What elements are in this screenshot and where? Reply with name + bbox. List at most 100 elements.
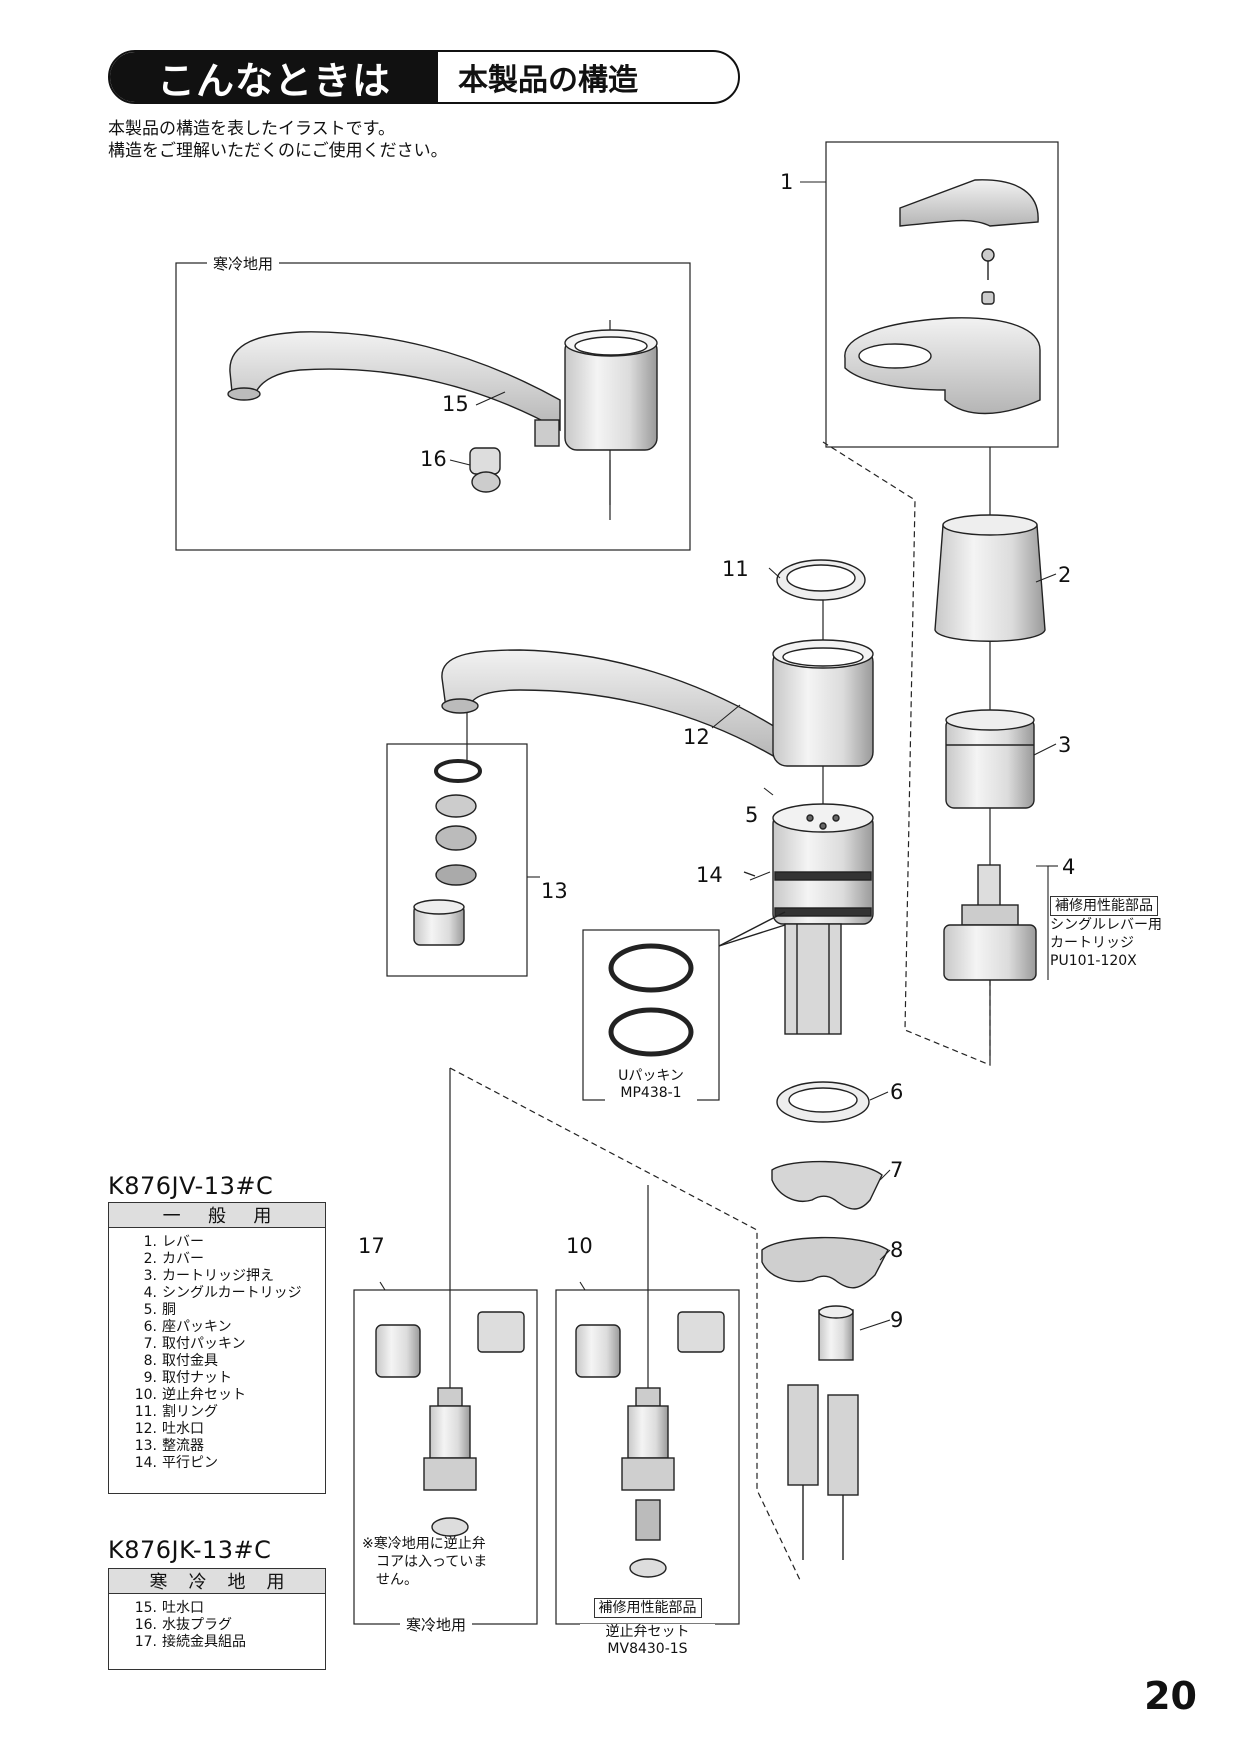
part-name: カバー xyxy=(162,1251,204,1267)
callout-12: 12 xyxy=(683,725,710,749)
callout-9: 9 xyxy=(890,1308,904,1332)
part-number: 11. xyxy=(134,1404,157,1420)
cold-note: ※寒冷地用に逆止弁 コアは入っていま せん。 xyxy=(362,1536,488,1588)
page-number: 20 xyxy=(1144,1674,1197,1718)
part-number: 4. xyxy=(143,1285,157,1301)
callout-2: 2 xyxy=(1058,563,1072,587)
parts-list-item: 8. 取付金具 xyxy=(131,1353,325,1370)
table-heading-general: 一 般 用 xyxy=(109,1203,325,1228)
part-name: 平行ピン xyxy=(162,1455,218,1471)
nut-9 xyxy=(818,1305,854,1361)
part-number: 14. xyxy=(134,1455,157,1471)
part-number: 8. xyxy=(143,1353,157,1369)
part-number: 6. xyxy=(143,1319,157,1335)
cartridge-note: 補修用性能部品 シングルレバー用 カートリッジ PU101-120X xyxy=(1050,896,1162,969)
parts-list-item: 1.レバー xyxy=(131,1234,325,1251)
part-name: シングルカートリッジ xyxy=(162,1285,302,1301)
part-number: 2. xyxy=(143,1251,157,1267)
check-valve-badge-wrap: 補修用性能部品 xyxy=(585,1597,710,1618)
check-valve-label: 逆止弁セット MV8430-1S xyxy=(580,1624,715,1658)
mounting-packing-7 xyxy=(771,1160,883,1210)
parts-list-item: 4. シングルカートリッジ xyxy=(131,1285,325,1302)
callout-16: 16 xyxy=(420,447,447,471)
parts-list-item: 3. カートリッジ押え xyxy=(131,1268,325,1285)
part-name: 割リング xyxy=(162,1404,218,1420)
supply-hoses xyxy=(787,1384,859,1560)
parts-list-item: 11. 割リング xyxy=(131,1404,325,1421)
lever-1 xyxy=(844,179,1041,415)
table-heading-cold: 寒 冷 地 用 xyxy=(109,1569,325,1594)
body-5 xyxy=(743,803,874,1035)
section-header: こんなときは 本製品の構造 xyxy=(108,50,740,104)
aerator-box xyxy=(386,743,528,977)
parts-list-item: 14. 平行ピン xyxy=(131,1455,325,1472)
part-name: レバー xyxy=(162,1234,204,1250)
callout-17: 17 xyxy=(358,1234,385,1258)
service-part-badge: 補修用性能部品 xyxy=(1050,896,1158,916)
part-name: 逆止弁セット xyxy=(162,1387,246,1403)
check-valve-badge: 補修用性能部品 xyxy=(593,1598,702,1618)
callout-11: 11 xyxy=(722,557,749,581)
bracket-8 xyxy=(761,1236,889,1289)
part-number: 10. xyxy=(134,1387,157,1403)
part-number: 13. xyxy=(134,1438,157,1454)
cold-region-label: 寒冷地用 xyxy=(207,253,280,274)
intro-text: 本製品の構造を表したイラストです。 構造をご理解いただくのにご使用ください。 xyxy=(108,119,448,161)
section-tag: こんなときは xyxy=(110,52,438,102)
callout-1: 1 xyxy=(780,170,794,194)
part-name: 取付ナット xyxy=(162,1370,232,1386)
part-name: 座パッキン xyxy=(162,1319,232,1335)
parts-list-item: 12. 吐水口 xyxy=(131,1421,325,1438)
parts-list-item: 9. 取付ナット xyxy=(131,1370,325,1387)
parts-list-item: 7. 取付パッキン xyxy=(131,1336,325,1353)
part-number: 3. xyxy=(143,1268,157,1284)
model-cold: K876JK-13#C xyxy=(108,1536,272,1564)
part-number: 15. xyxy=(134,1600,157,1616)
callout-7: 7 xyxy=(890,1158,904,1182)
part-name: 吐水口 xyxy=(162,1421,204,1437)
part-number: 17. xyxy=(134,1634,157,1650)
parts-list-item: 15. 吐水口 xyxy=(131,1600,325,1617)
callout-14: 14 xyxy=(696,863,723,887)
part-name: 取付金具 xyxy=(162,1353,218,1369)
part-number: 9. xyxy=(143,1370,157,1386)
part-name: カートリッジ押え xyxy=(162,1268,274,1284)
split-ring-11 xyxy=(776,559,866,601)
cold-region-box xyxy=(175,262,691,551)
parts-list-item: 10. 逆止弁セット xyxy=(131,1387,325,1404)
callout-15: 15 xyxy=(442,392,469,416)
part-number: 12. xyxy=(134,1421,157,1437)
connector-17 xyxy=(375,1311,525,1537)
part-number: 7. xyxy=(143,1336,157,1352)
aerator-13 xyxy=(413,759,482,946)
part-name: 水抜プラグ xyxy=(162,1617,232,1633)
spout-12 xyxy=(441,639,874,767)
part-number: 5. xyxy=(143,1302,157,1318)
page-title: 本製品の構造 xyxy=(458,63,638,98)
callout-13: 13 xyxy=(541,879,568,903)
parts-list-item: 6. 座パッキン xyxy=(131,1319,325,1336)
parts-list-item: 17.接続金具組品 xyxy=(131,1634,325,1651)
callout-6: 6 xyxy=(890,1080,904,1104)
part-name: 整流器 xyxy=(162,1438,204,1454)
part-name: 取付パッキン xyxy=(162,1336,246,1352)
part-name: 吐水口 xyxy=(162,1600,204,1616)
seat-packing-6 xyxy=(776,1081,870,1123)
check-valve-10 xyxy=(575,1311,725,1578)
part-name: 胴 xyxy=(162,1302,176,1318)
part-number: 16. xyxy=(134,1617,157,1633)
parts-list-item: 5. 胴 xyxy=(131,1302,325,1319)
lever-box xyxy=(825,141,1059,448)
cartridge-holder-3 xyxy=(945,709,1035,809)
callout-3: 3 xyxy=(1058,733,1072,757)
parts-list-item: 13. 整流器 xyxy=(131,1438,325,1455)
parts-list-item: 2. カバー xyxy=(131,1251,325,1268)
cold-spout-15 xyxy=(227,329,658,493)
callout-5: 5 xyxy=(745,803,759,827)
cover-2 xyxy=(934,514,1046,642)
upacking-label: Uパッキン MP438-1 xyxy=(605,1068,697,1102)
